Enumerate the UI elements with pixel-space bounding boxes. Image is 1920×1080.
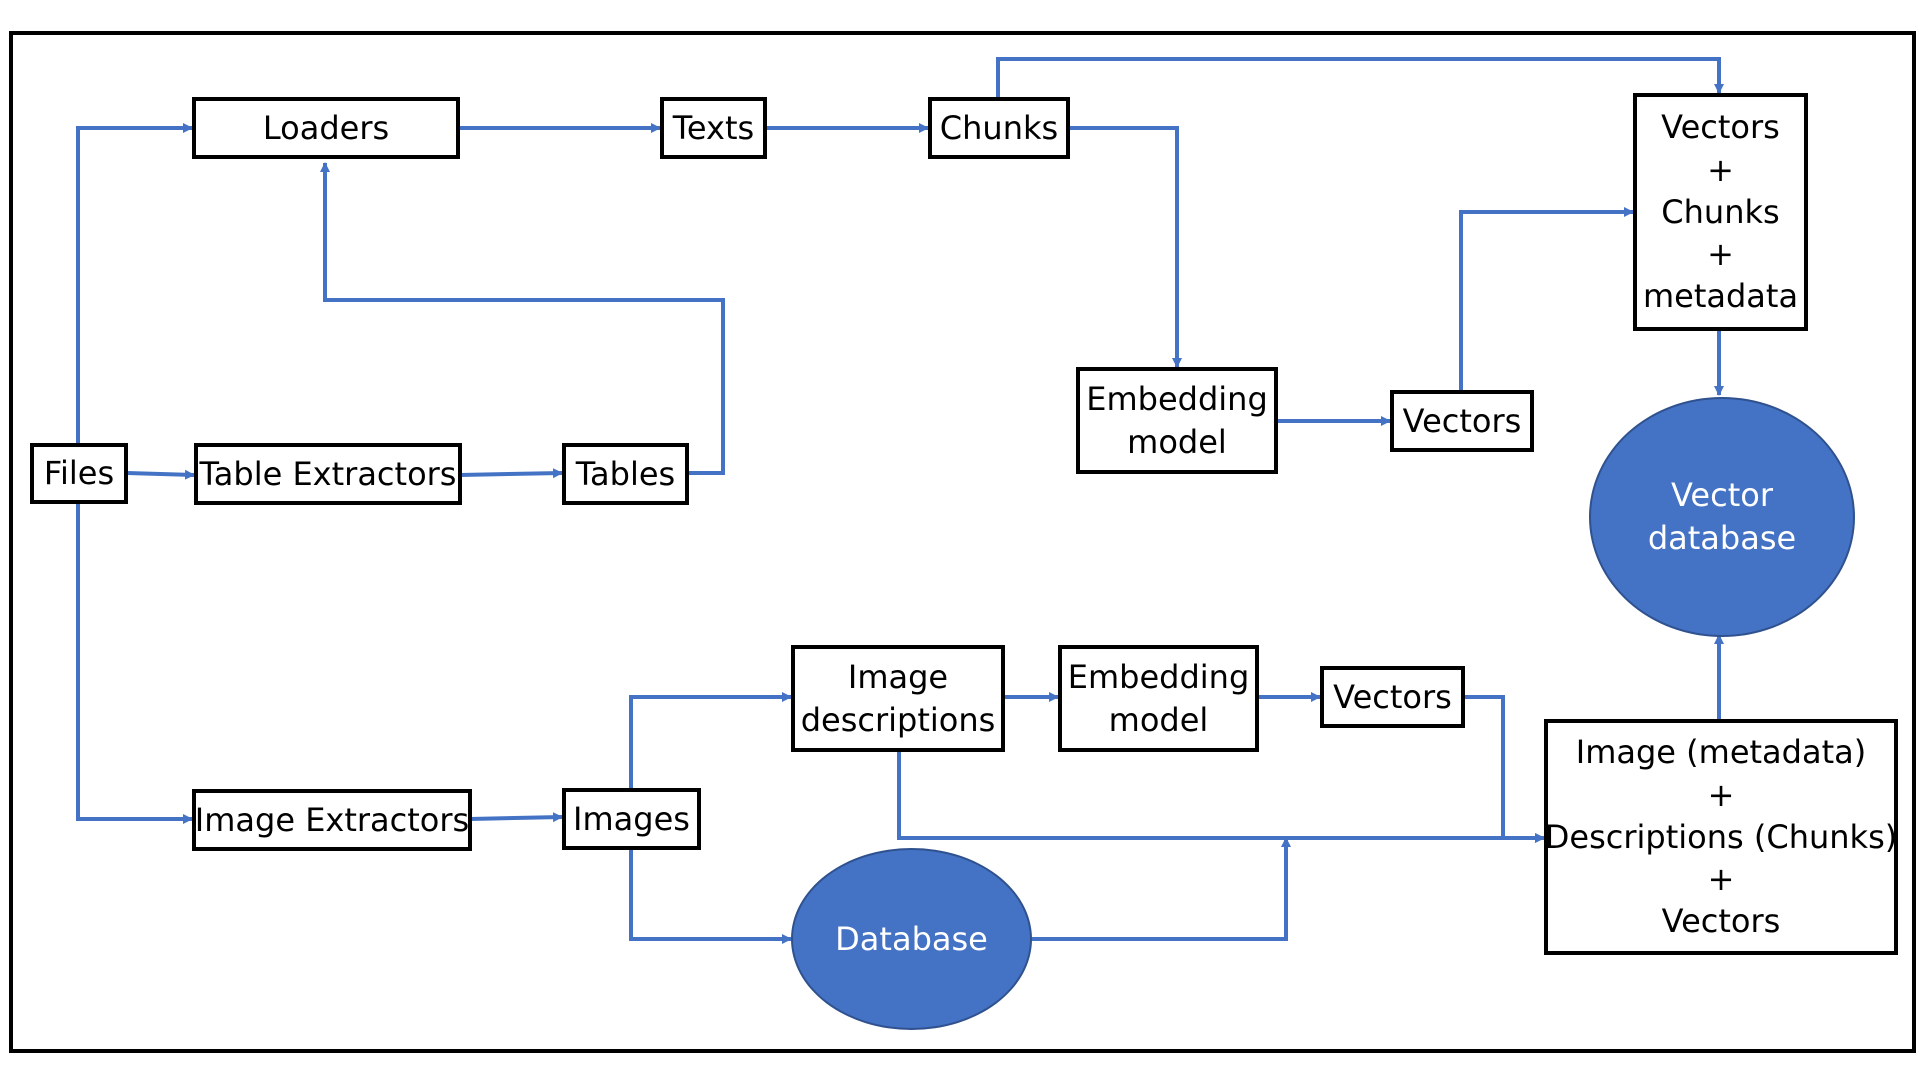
tables-label: Tables [575, 454, 676, 493]
files-label: Files [43, 454, 115, 493]
arrow-vectors-image-to-combined [1463, 695, 1545, 843]
images-box: Images [562, 788, 701, 850]
vectors-text-box: Vectors [1390, 390, 1534, 452]
files-box: Files [30, 443, 128, 504]
arrow-files-to-loaders [76, 123, 193, 443]
vectors-chunks-metadata-line-5: metadata [1642, 277, 1799, 316]
embedding-model-text-line-1: Embedding [1086, 380, 1268, 419]
vector-database-line-2: database [1647, 519, 1797, 557]
embedding-model-image-line-1: Embedding [1067, 658, 1250, 697]
loaders-box: Loaders [192, 97, 460, 159]
embedding-model-image-box: Embedding model [1058, 645, 1259, 752]
database-label: Database [835, 919, 988, 958]
image-descriptions-line-1: Image [847, 658, 949, 697]
arrow-image-extractors-to-images [469, 812, 563, 823]
vectors-image-box: Vectors [1320, 666, 1465, 728]
arrow-image-descriptions-to-combined [897, 751, 1545, 843]
image-metadata-combined-box: Image (metadata) + Descriptions (Chunks)… [1544, 719, 1898, 955]
arrow-images-to-database [629, 848, 792, 944]
embedding-model-text-line-2: model [1127, 422, 1227, 461]
vectors-chunks-metadata-line-2: + [1707, 150, 1734, 189]
image-descriptions-line-2: descriptions [800, 700, 996, 739]
combined-line-5: Vectors [1661, 902, 1781, 941]
outer-frame [9, 31, 1916, 1053]
arrow-files-to-table-extractors [125, 469, 195, 480]
vector-database-line-1: Vector [1671, 476, 1773, 515]
table-extractors-label: Table Extractors [199, 454, 457, 493]
vectors-chunks-metadata-box: Vectors + Chunks + metadata [1633, 93, 1808, 331]
vectors-chunks-metadata-line-1: Vectors [1661, 108, 1780, 147]
texts-label: Texts [672, 108, 755, 147]
combined-line-4: + [1707, 860, 1735, 899]
arrow-database-to-combined [1030, 837, 1291, 941]
vector-database-node: Vector database [1589, 397, 1855, 637]
table-extractors-box: Table Extractors [194, 443, 462, 505]
vectors-chunks-metadata-line-3: Chunks [1661, 192, 1780, 231]
vectors-image-label: Vectors [1333, 677, 1452, 716]
arrow-chunks-to-vectors-chunks-metadata [996, 57, 1724, 97]
tables-box: Tables [562, 443, 689, 505]
chunks-box: Chunks [928, 97, 1070, 159]
arrow-table-extractors-to-tables [459, 468, 563, 479]
arrow-vectors-to-vectors-chunks-metadata [1459, 207, 1634, 390]
image-descriptions-box: Image descriptions [791, 645, 1005, 752]
arrow-images-to-image-descriptions [629, 692, 792, 788]
image-extractors-label: Image Extractors [194, 800, 470, 839]
vectors-chunks-metadata-line-4: + [1707, 235, 1734, 274]
combined-line-2: + [1707, 775, 1735, 814]
images-label: Images [573, 799, 690, 838]
texts-box: Texts [660, 97, 767, 159]
combined-line-3: Descriptions (Chunks) [1544, 817, 1898, 856]
arrow-chunks-to-embedding-model [1068, 126, 1182, 368]
loaders-label: Loaders [262, 108, 390, 147]
embedding-model-image-line-2: model [1108, 700, 1209, 739]
image-extractors-box: Image Extractors [192, 789, 472, 851]
vectors-text-label: Vectors [1402, 401, 1522, 440]
database-node: Database [791, 848, 1032, 1030]
combined-line-1: Image (metadata) [1575, 733, 1867, 772]
arrow-files-to-image-extractors [76, 504, 193, 824]
arrow-tables-to-loaders [320, 162, 725, 475]
chunks-label: Chunks [939, 108, 1059, 147]
embedding-model-text-box: Embedding model [1076, 367, 1278, 474]
